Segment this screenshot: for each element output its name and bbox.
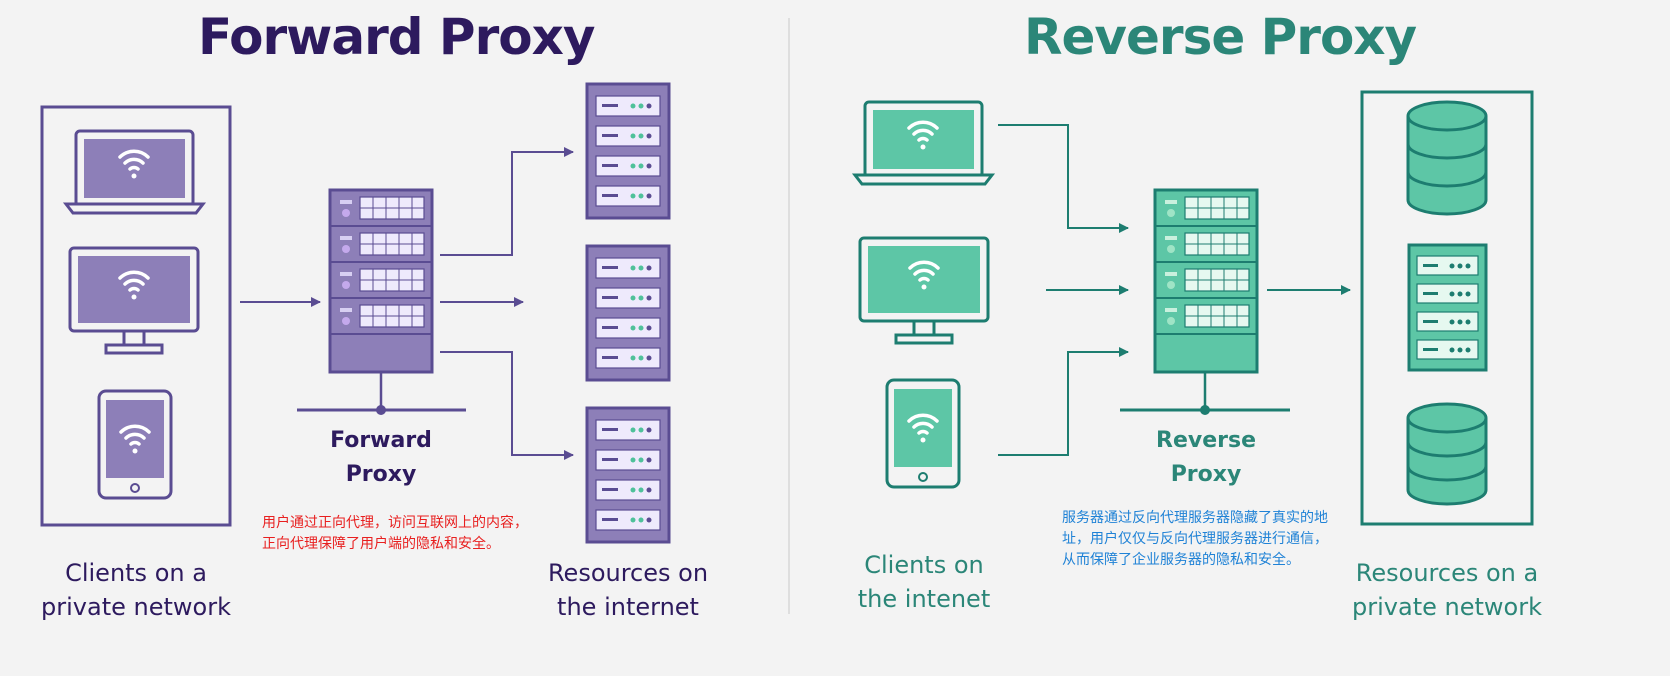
reverse-proxy-label-line2: Proxy: [1170, 462, 1242, 487]
database-icon: [1406, 402, 1488, 506]
monitor-icon: [858, 236, 990, 345]
arrows-clients-to-reverse-proxy: [998, 124, 1129, 456]
forward-proxy-title: Forward Proxy: [198, 8, 595, 66]
arrows-forward-proxy-to-resources: [440, 147, 574, 460]
resources-private-label-line1: Resources on a: [1355, 559, 1539, 587]
clients-label-line1: Clients on a: [65, 559, 207, 587]
resources-private-label-line2: private network: [1352, 593, 1542, 621]
resources-internet-label: Resources on the internet: [532, 556, 724, 624]
clients-internet-label: Clients on the intenet: [838, 548, 1010, 616]
tablet-icon: [885, 378, 961, 489]
clients-internet-label-line1: Clients on: [864, 551, 984, 579]
resources-private-network-label: Resources on a private network: [1340, 556, 1554, 624]
section-divider: [788, 18, 790, 614]
server-rack-icon: [1120, 188, 1290, 415]
reverse-proxy-title: Reverse Proxy: [1024, 8, 1417, 66]
forward-proxy-label: Forward Proxy: [311, 424, 451, 492]
reverse-proxy-note: 服务器通过反向代理服务器隐藏了真实的地址，用户仅仅与反向代理服务器进行通信，从而…: [1062, 510, 1328, 568]
monitor-icon: [68, 246, 200, 355]
clients-label-line2: private network: [41, 593, 231, 621]
resources-frame-reverse: [1360, 90, 1534, 526]
laptop-icon: [851, 100, 996, 186]
forward-proxy-label-line1: Forward: [330, 428, 432, 453]
server-icon: [1407, 243, 1488, 372]
clients-private-network-label: Clients on a private network: [40, 556, 232, 624]
clients-frame-forward: [40, 105, 232, 527]
forward-proxy-label-line2: Proxy: [345, 462, 417, 487]
database-icon: [1406, 100, 1488, 216]
server-icon: [585, 406, 671, 544]
forward-proxy-note: 用户通过正向代理，访问互联网上的内容，正向代理保障了用户端的隐私和安全。: [262, 515, 528, 552]
server-icon: [585, 82, 671, 220]
resources-label-line1: Resources on: [547, 559, 709, 587]
laptop-icon: [62, 129, 207, 215]
tablet-icon: [97, 389, 173, 500]
server-rack-icon: [297, 188, 466, 415]
reverse-proxy-label-line1: Reverse: [1156, 428, 1256, 453]
reverse-proxy-label: Reverse Proxy: [1136, 424, 1276, 492]
resources-label-line2: the internet: [557, 593, 699, 621]
server-icon: [585, 244, 671, 382]
clients-internet-label-line2: the intenet: [857, 585, 991, 613]
